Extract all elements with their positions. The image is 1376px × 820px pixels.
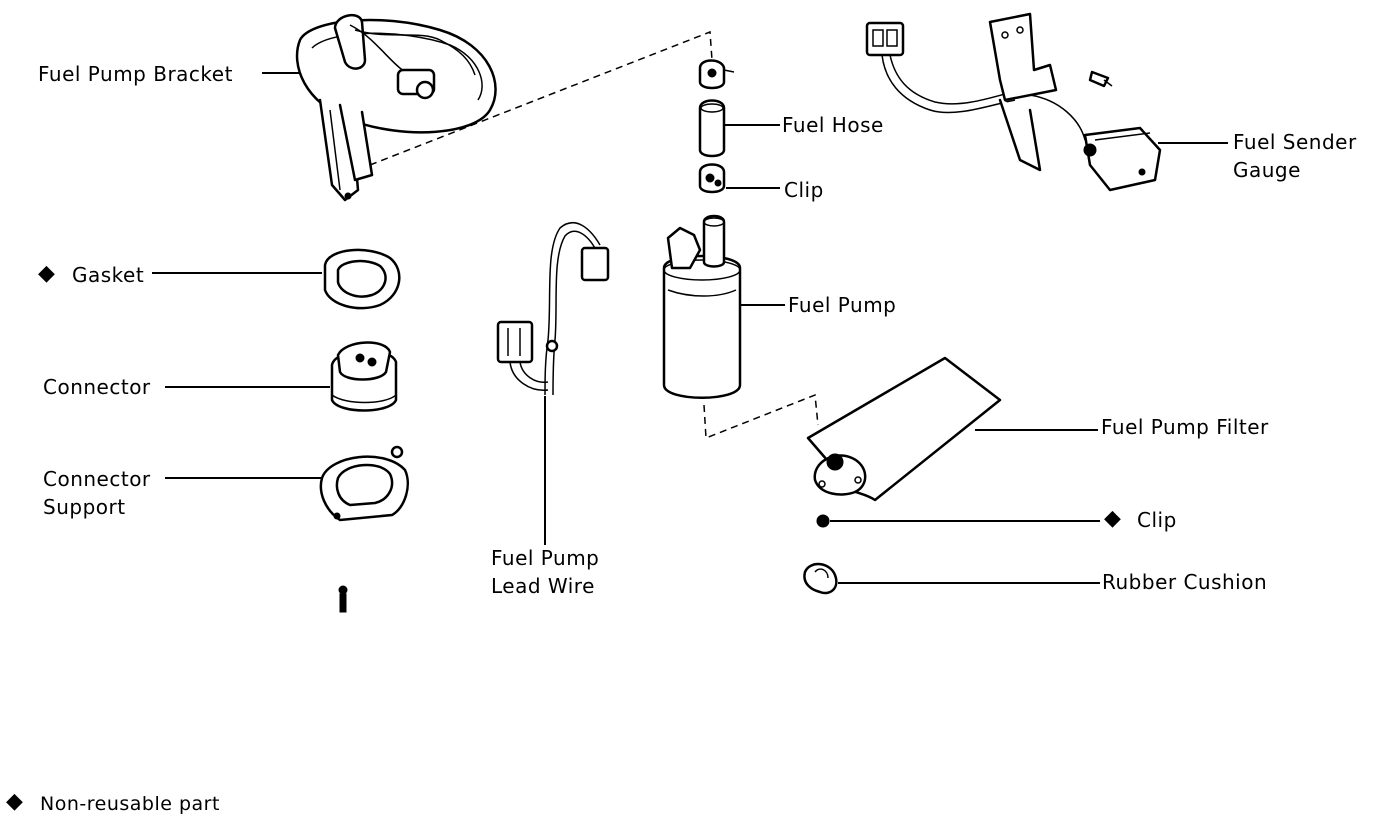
label-clip-bottom: Clip <box>1137 508 1177 532</box>
connector-drawing <box>330 341 398 412</box>
clip-top-drawing <box>698 163 726 194</box>
screw-drawing <box>338 585 348 613</box>
label-fuel-pump-bracket: Fuel Pump Bracket <box>38 62 233 86</box>
label-fuel-hose: Fuel Hose <box>782 113 884 137</box>
fuel-pump-bracket-drawing <box>295 13 497 202</box>
non-reusable-marker-clip: ◆ <box>1104 506 1122 531</box>
label-fuel-sender-gauge: Fuel Sender Gauge <box>1233 130 1357 182</box>
top-clip-drawing <box>698 59 735 90</box>
fuel-pump-lead-wire-drawing <box>496 222 610 396</box>
label-clip-top: Clip <box>784 178 824 202</box>
legend-marker: ◆ <box>6 789 24 814</box>
label-fuel-pump: Fuel Pump <box>788 293 897 317</box>
bracket-guide-line <box>369 30 713 166</box>
fuel-pump-filter-drawing <box>806 356 1002 502</box>
label-connector-support: Connector Support <box>43 467 151 519</box>
label-rubber-cushion: Rubber Cushion <box>1102 570 1268 594</box>
pump-filter-guide-line <box>703 393 819 440</box>
non-reusable-marker-gasket: ◆ <box>38 261 56 286</box>
legend-text: Non-reusable part <box>40 793 220 815</box>
label-connector: Connector <box>43 375 151 399</box>
clip-bottom-drawing <box>816 514 830 528</box>
rubber-cushion-drawing <box>803 562 838 595</box>
gasket-drawing <box>323 248 401 310</box>
label-fuel-pump-lead-wire: Fuel Pump Lead Wire <box>491 546 600 598</box>
connector-support-drawing <box>319 445 409 522</box>
label-gasket: Gasket <box>72 263 145 287</box>
fuel-pump-drawing <box>662 214 742 399</box>
fuel-hose-drawing <box>698 99 726 158</box>
label-fuel-pump-filter: Fuel Pump Filter <box>1101 415 1269 439</box>
fuel-sender-gauge-drawing <box>865 12 1162 192</box>
